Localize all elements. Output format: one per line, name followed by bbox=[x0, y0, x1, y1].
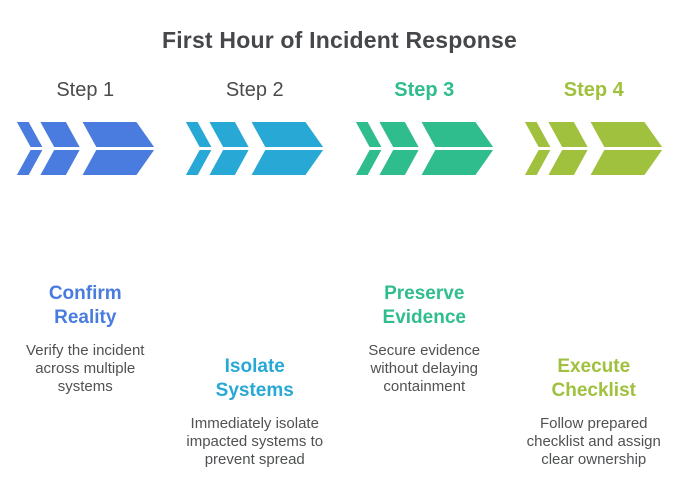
step-column-2: Step 2 Isolate Systems Immediately isola… bbox=[170, 80, 340, 469]
step-column-1: Step 1 Confirm Reality Verify the incide… bbox=[1, 80, 171, 469]
step-text-block: Confirm Reality Verify the incident acro… bbox=[1, 282, 169, 396]
step-description-3: Secure evidence without delaying contain… bbox=[368, 342, 481, 395]
step-description-2: Immediately isolate impacted systems to … bbox=[186, 415, 324, 468]
chevron-arrow-icon bbox=[186, 122, 324, 175]
step-text-block: Isolate Systems Immediately isolate impa… bbox=[171, 355, 339, 469]
chevron-arrow-icon bbox=[16, 122, 154, 175]
step-label-3: Step 3 bbox=[394, 79, 455, 101]
step-column-4: Step 4 Execute Checklist Follow prepared… bbox=[509, 80, 679, 469]
page-title: First Hour of Incident Response bbox=[161, 27, 518, 53]
chevron-arrow-icon bbox=[525, 122, 663, 175]
step-title-3: Preserve Evidence bbox=[382, 283, 466, 328]
step-text-block: Preserve Evidence Secure evidence withou… bbox=[340, 282, 508, 396]
step-label-2: Step 2 bbox=[225, 79, 284, 101]
step-description-1: Verify the incident across multiple syst… bbox=[26, 342, 145, 395]
step-title-2: Isolate Systems bbox=[215, 356, 294, 401]
step-label-4: Step 4 bbox=[563, 79, 624, 101]
steps-grid: Step 1 Confirm Reality Verify the incide… bbox=[0, 80, 679, 469]
step-text-block: Execute Checklist Follow prepared checkl… bbox=[510, 355, 678, 469]
step-title-1: Confirm Reality bbox=[48, 283, 122, 328]
step-column-3: Step 3 Preserve Evidence Secure evidence… bbox=[340, 80, 510, 469]
chevron-arrow-icon bbox=[355, 122, 493, 175]
step-label-1: Step 1 bbox=[56, 79, 115, 101]
step-title-4: Execute Checklist bbox=[551, 356, 636, 401]
step-description-4: Follow prepared checklist and assign cle… bbox=[526, 415, 661, 468]
